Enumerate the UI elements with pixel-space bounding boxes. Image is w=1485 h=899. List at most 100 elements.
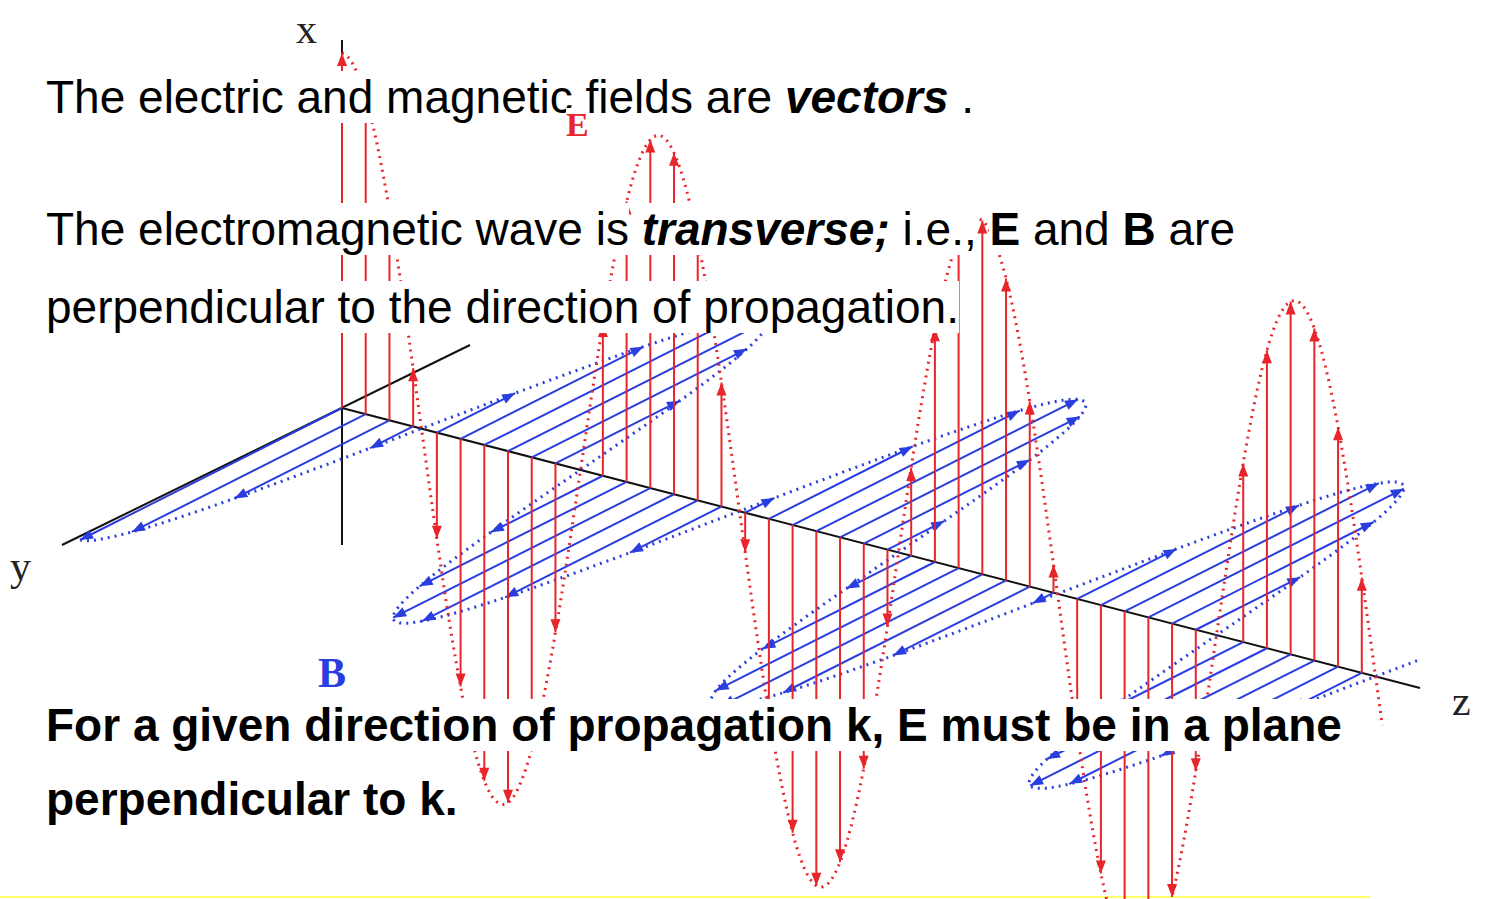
e-field-vector [1313, 329, 1315, 661]
b-field-vector-head [393, 607, 407, 617]
b-field-vector [532, 349, 747, 457]
b-field-vector [132, 414, 366, 532]
e-field-vector-head [1096, 861, 1106, 874]
e-field-vector-head [1357, 578, 1367, 591]
b-field-vector-head [501, 393, 515, 403]
b-field-vector [234, 420, 389, 498]
slide-text: E [989, 203, 1020, 255]
b-field-vector [1172, 522, 1374, 624]
e-field-vector [910, 468, 912, 556]
slide-text: transverse; [642, 203, 890, 255]
b-field-vector-head [422, 611, 436, 621]
b-field-vector [769, 446, 913, 518]
e-field-vector [981, 221, 983, 575]
b-field-vector [864, 460, 1030, 544]
b-field-vector [370, 426, 413, 448]
y-axis [62, 345, 470, 545]
b-field-vector [762, 562, 935, 649]
e-field-vector-head [1167, 884, 1177, 897]
slide-text: B [1122, 203, 1155, 255]
e-field-vector-head [1238, 463, 1248, 476]
field-label: E [566, 108, 589, 142]
b-field-vector-head [846, 578, 860, 588]
b-field-vector-head [80, 530, 94, 540]
intro-text: The electric and magnetic fields are vec… [46, 62, 1466, 132]
b-field-vector [630, 507, 722, 553]
b-field-vector [840, 417, 1080, 538]
b-field-vector [893, 587, 1030, 656]
e-field-vector-head [337, 53, 347, 66]
e-field-vector-head [740, 539, 750, 552]
b-field-vector [505, 500, 698, 597]
e-field-vector-head [1309, 329, 1319, 342]
b-field-vector-head [370, 438, 384, 448]
b-field-vector-head [666, 401, 680, 411]
e-field-vector [365, 97, 367, 414]
b-field-vector [484, 320, 732, 445]
b-field-vector-head [630, 542, 644, 552]
b-field-vector [1196, 577, 1300, 630]
b-field-vector-head [491, 522, 505, 532]
b-field-vector-head [1365, 483, 1379, 493]
slide-text: The electromagnetic wave is [46, 203, 629, 255]
b-field-vector [816, 399, 1078, 531]
e-field-vector-head [1262, 350, 1272, 363]
e-field-vector-head [835, 849, 845, 862]
e-field-vector-head [1048, 564, 1058, 577]
b-field-vector-head [783, 682, 797, 692]
b-field-vector-head [420, 576, 434, 586]
slide-text: The electric and magnetic fields are [46, 71, 772, 123]
transverse-text: The electromagnetic wave is transverse; … [46, 190, 1476, 346]
e-field-vector-head [456, 673, 466, 686]
footer-rule [0, 896, 1370, 898]
e-field-vector [1266, 350, 1268, 648]
b-field-vector [1125, 483, 1379, 611]
b-field-vector-head [733, 349, 747, 359]
e-field-vector-head [859, 756, 869, 769]
e-field-vector [1124, 611, 1126, 899]
e-field-vector [602, 324, 604, 476]
b-field-vector-head [716, 680, 730, 690]
e-field-vector [792, 525, 794, 833]
axes [62, 40, 1420, 688]
axis-label: z [1452, 680, 1471, 722]
e-field-vector [1005, 279, 1007, 581]
e-field-curve [342, 53, 1382, 899]
e-field-vector [1361, 578, 1363, 673]
e-field-vector [436, 433, 438, 539]
b-field-vector [846, 556, 911, 589]
field-label: B [318, 652, 346, 694]
e-field-vector [1337, 427, 1339, 666]
b-field-vector-head [1285, 505, 1299, 515]
b-field-vector-head [899, 446, 913, 456]
e-field-vector [460, 439, 462, 687]
e-field-vector-head [716, 383, 726, 396]
b-field-vector-head [1069, 774, 1083, 784]
electric-field-wave [337, 53, 1382, 899]
e-field-vector-head [1025, 402, 1035, 415]
e-field-vector [697, 240, 699, 501]
e-field-vector-head [669, 153, 679, 166]
e-field-vector-head [906, 468, 916, 481]
b-field-vector-head [930, 521, 944, 531]
b-field-vector-head [1360, 522, 1374, 532]
e-field-vector-head [503, 790, 513, 803]
e-field-vector [1147, 617, 1149, 899]
e-field-vector-head [550, 619, 560, 632]
e-field-vector [1029, 402, 1031, 587]
b-field-vector [721, 574, 982, 706]
slide-text: . [961, 71, 974, 123]
e-field-vector-head [882, 614, 892, 627]
b-field-vector-head [1016, 460, 1030, 470]
key-statement: For a given direction of propagation k, … [46, 688, 1366, 836]
e-field-vector-head [645, 140, 655, 153]
b-field-vector [1101, 505, 1299, 605]
b-field-vector-head [893, 645, 907, 655]
b-field-vector-head [1163, 549, 1177, 559]
e-field-vector [1242, 463, 1244, 642]
b-field-vector-head [630, 347, 644, 357]
b-field-vector-head [1064, 399, 1078, 409]
e-field-vector-head [479, 768, 489, 781]
e-field-vector-head [811, 873, 821, 886]
